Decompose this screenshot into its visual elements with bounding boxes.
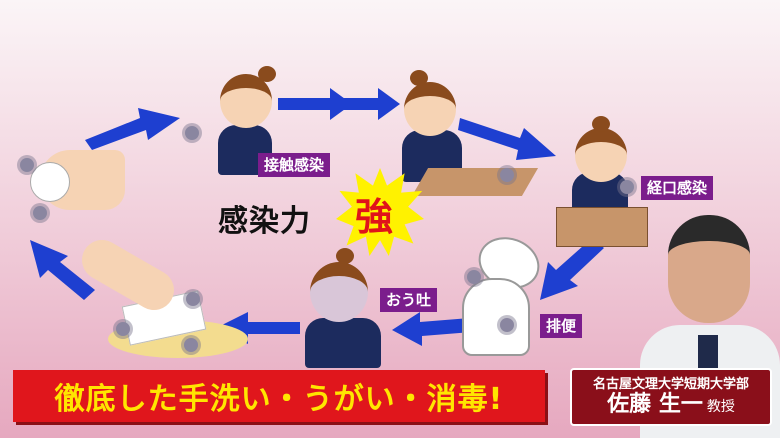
virus-icon <box>20 158 34 172</box>
virus-icon <box>184 338 198 352</box>
headline-emphasis: 強 <box>355 195 394 239</box>
meal-tray-illustration <box>556 207 648 247</box>
doorknob-illustration <box>30 162 70 202</box>
step-label-oral-infection: 経口感染 <box>641 176 714 200</box>
headline-banner: 徹底した手洗い・うがい・消毒! <box>13 370 545 422</box>
hair-bun <box>592 116 610 132</box>
virus-icon <box>33 206 47 220</box>
hair-bun <box>336 248 354 264</box>
toilet-illustration <box>462 278 530 356</box>
person-head <box>310 262 368 322</box>
hair-bun <box>258 66 276 82</box>
headline: 感染力 <box>218 204 311 239</box>
speaker-title: 教授 <box>706 399 735 415</box>
banner-text: 徹底した手洗い・うがい・消毒! <box>54 382 504 417</box>
virus-icon <box>620 180 634 194</box>
cutting-board-illustration <box>411 168 539 196</box>
step-label-contact-infection: 接触感染 <box>258 153 331 177</box>
virus-icon <box>116 322 130 336</box>
speaker-name: 佐藤 生一 <box>607 392 703 417</box>
starburst-icon <box>336 168 424 256</box>
virus-icon <box>185 126 199 140</box>
arrow-icon <box>392 312 472 346</box>
arrow-icon <box>85 108 180 150</box>
step-label-vomiting: おう吐 <box>380 288 438 312</box>
person-body <box>305 318 381 368</box>
arrow-icon <box>336 88 400 120</box>
person-head <box>220 74 272 128</box>
arrow-icon <box>540 238 604 300</box>
virus-icon <box>500 318 514 332</box>
hair-bun <box>410 70 428 86</box>
person-head <box>575 128 627 182</box>
speaker-namecard: 名古屋文理大学短期大学部 佐藤 生一教授 <box>570 368 772 426</box>
person-head <box>404 82 456 136</box>
step-label-defecation: 排便 <box>540 314 583 338</box>
arrow-icon <box>278 88 352 120</box>
virus-icon <box>500 168 514 182</box>
arrow-icon <box>30 240 95 300</box>
virus-icon <box>467 270 481 284</box>
virus-icon <box>186 292 200 306</box>
speaker-affiliation: 名古屋文理大学短期大学部 <box>592 377 749 392</box>
arrow-icon <box>458 118 556 160</box>
